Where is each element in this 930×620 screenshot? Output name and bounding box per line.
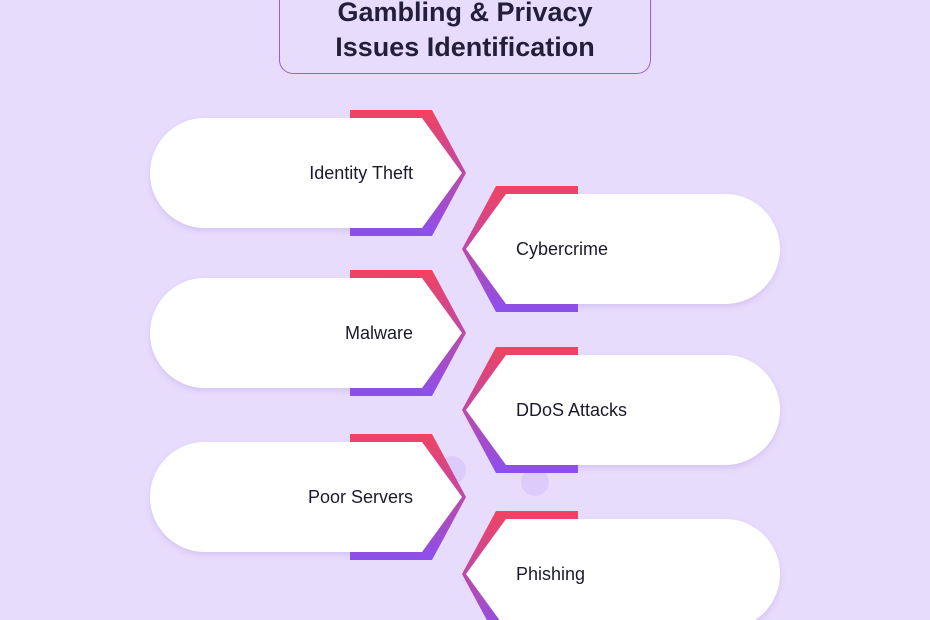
item-poor-servers: Poor Servers bbox=[150, 434, 466, 560]
item-label: Malware bbox=[345, 323, 413, 343]
item-identity-theft: Identity Theft bbox=[150, 110, 466, 236]
pill-shape bbox=[150, 278, 462, 388]
item-malware: Malware bbox=[150, 270, 466, 396]
title-line-2: Issues Identification bbox=[335, 32, 595, 62]
item-label: Poor Servers bbox=[308, 487, 413, 507]
item-cybercrime: Cybercrime bbox=[462, 186, 780, 312]
pill-shape bbox=[466, 519, 780, 620]
item-phishing: Phishing bbox=[462, 511, 780, 620]
item-label: DDoS Attacks bbox=[516, 400, 627, 420]
item-label: Identity Theft bbox=[309, 163, 413, 183]
item-label: Cybercrime bbox=[516, 239, 608, 259]
pill-shape bbox=[466, 194, 780, 304]
pill-shape bbox=[150, 442, 462, 552]
item-ddos-attacks: DDoS Attacks bbox=[462, 347, 780, 473]
title-box: Gambling & Privacy Issues Identification bbox=[279, 0, 651, 74]
connector-dot-5 bbox=[521, 468, 549, 496]
item-label: Phishing bbox=[516, 564, 585, 584]
pill-shape bbox=[466, 355, 780, 465]
title-line-1: Gambling & Privacy bbox=[337, 0, 593, 27]
pill-shape bbox=[150, 118, 462, 228]
